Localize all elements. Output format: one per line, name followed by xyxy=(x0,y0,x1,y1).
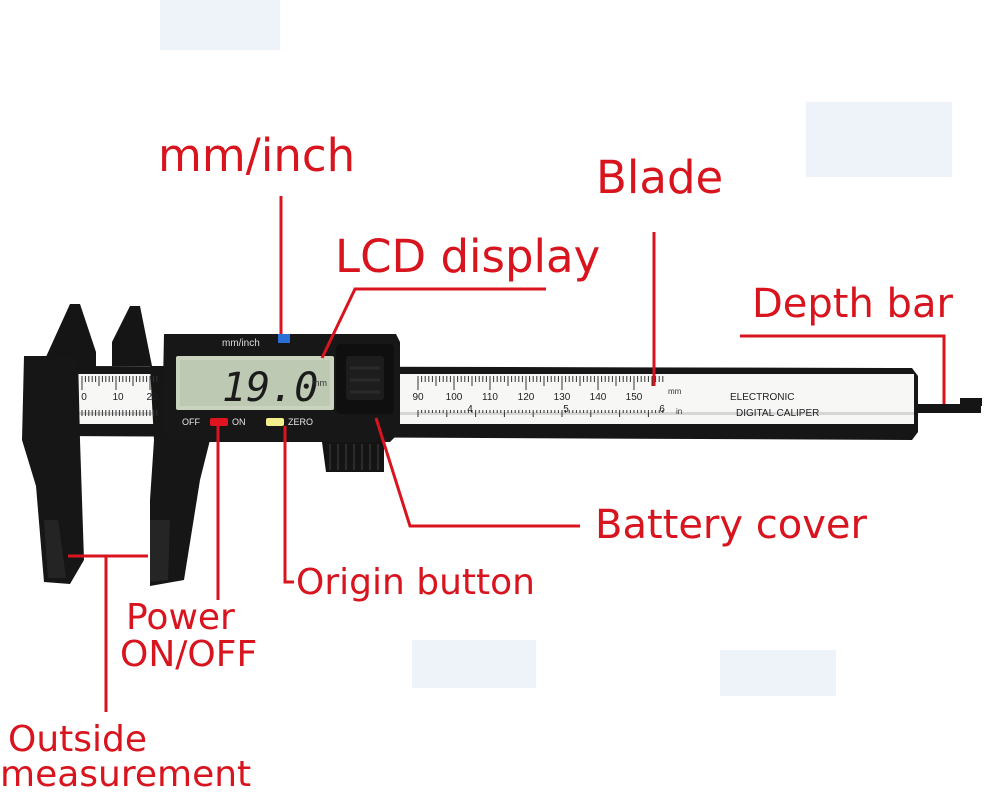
unit-in-label: in xyxy=(676,407,682,416)
scale-tick-label: 10 xyxy=(112,392,124,403)
scale-ticks xyxy=(81,376,664,417)
scale-tick-label: 20 xyxy=(146,392,158,403)
zero-button[interactable] xyxy=(266,418,284,426)
label-outside-line-1: Outside xyxy=(8,719,148,760)
brand-line-1: ELECTRONIC xyxy=(730,392,794,403)
scale-tick-label: 120 xyxy=(518,392,535,403)
fixed-jaw xyxy=(40,304,96,370)
leader-lines xyxy=(68,196,946,712)
background-patch xyxy=(160,0,280,50)
off-label: OFF xyxy=(182,417,200,427)
label-origin-button: Origin button xyxy=(296,562,535,603)
unit-mm-label: mm xyxy=(668,387,682,396)
background-patch xyxy=(720,650,836,696)
scale-tick-label: 150 xyxy=(626,392,643,403)
leader-origin-button xyxy=(283,426,294,584)
scale-tick-label: 0 xyxy=(81,392,87,403)
label-battery-cover: Battery cover xyxy=(595,502,867,548)
scale-tick-label: 140 xyxy=(590,392,607,403)
leader-lcd-display xyxy=(320,287,546,359)
scale-tick-label: 100 xyxy=(446,392,463,403)
scale-tick-label: 4 xyxy=(467,404,473,415)
mode-button-text: mm/inch xyxy=(222,338,260,349)
leader-battery-cover xyxy=(374,417,580,528)
label-blade: Blade xyxy=(596,151,724,204)
label-depth-bar: Depth bar xyxy=(752,281,953,327)
scale-tick-label: 6 xyxy=(659,404,665,415)
scale-tick-label: 5 xyxy=(563,404,569,415)
sliding-jaw xyxy=(112,306,152,366)
label-power-line-2: ON/OFF xyxy=(120,634,258,675)
depth-bar xyxy=(915,404,981,413)
scale-tick-label: 90 xyxy=(412,392,424,403)
label-mm-inch: mm/inch xyxy=(158,129,356,182)
power-button[interactable] xyxy=(210,418,228,426)
background-patch xyxy=(806,102,952,177)
lcd-unit: mm xyxy=(312,378,327,388)
lcd-reading: 19.0 xyxy=(222,365,318,411)
on-label: ON xyxy=(232,417,246,427)
scale-tick-label: 110 xyxy=(482,392,498,403)
zero-label: ZERO xyxy=(288,417,313,427)
label-lcd-display: LCD display xyxy=(335,230,601,283)
scale-tick-labels: 0 10 20 90 100 110 120 130 140 150 4 5 6 xyxy=(81,392,665,415)
background-patch xyxy=(412,640,536,688)
label-outside-line-2: measurement xyxy=(0,754,252,795)
brand-line-2: DIGITAL CALIPER xyxy=(736,408,819,419)
label-power-line-1: Power xyxy=(126,597,235,638)
scale-tick-label: 130 xyxy=(554,392,571,403)
mm-inch-button[interactable] xyxy=(278,334,290,343)
leader-depth-bar xyxy=(740,334,946,404)
